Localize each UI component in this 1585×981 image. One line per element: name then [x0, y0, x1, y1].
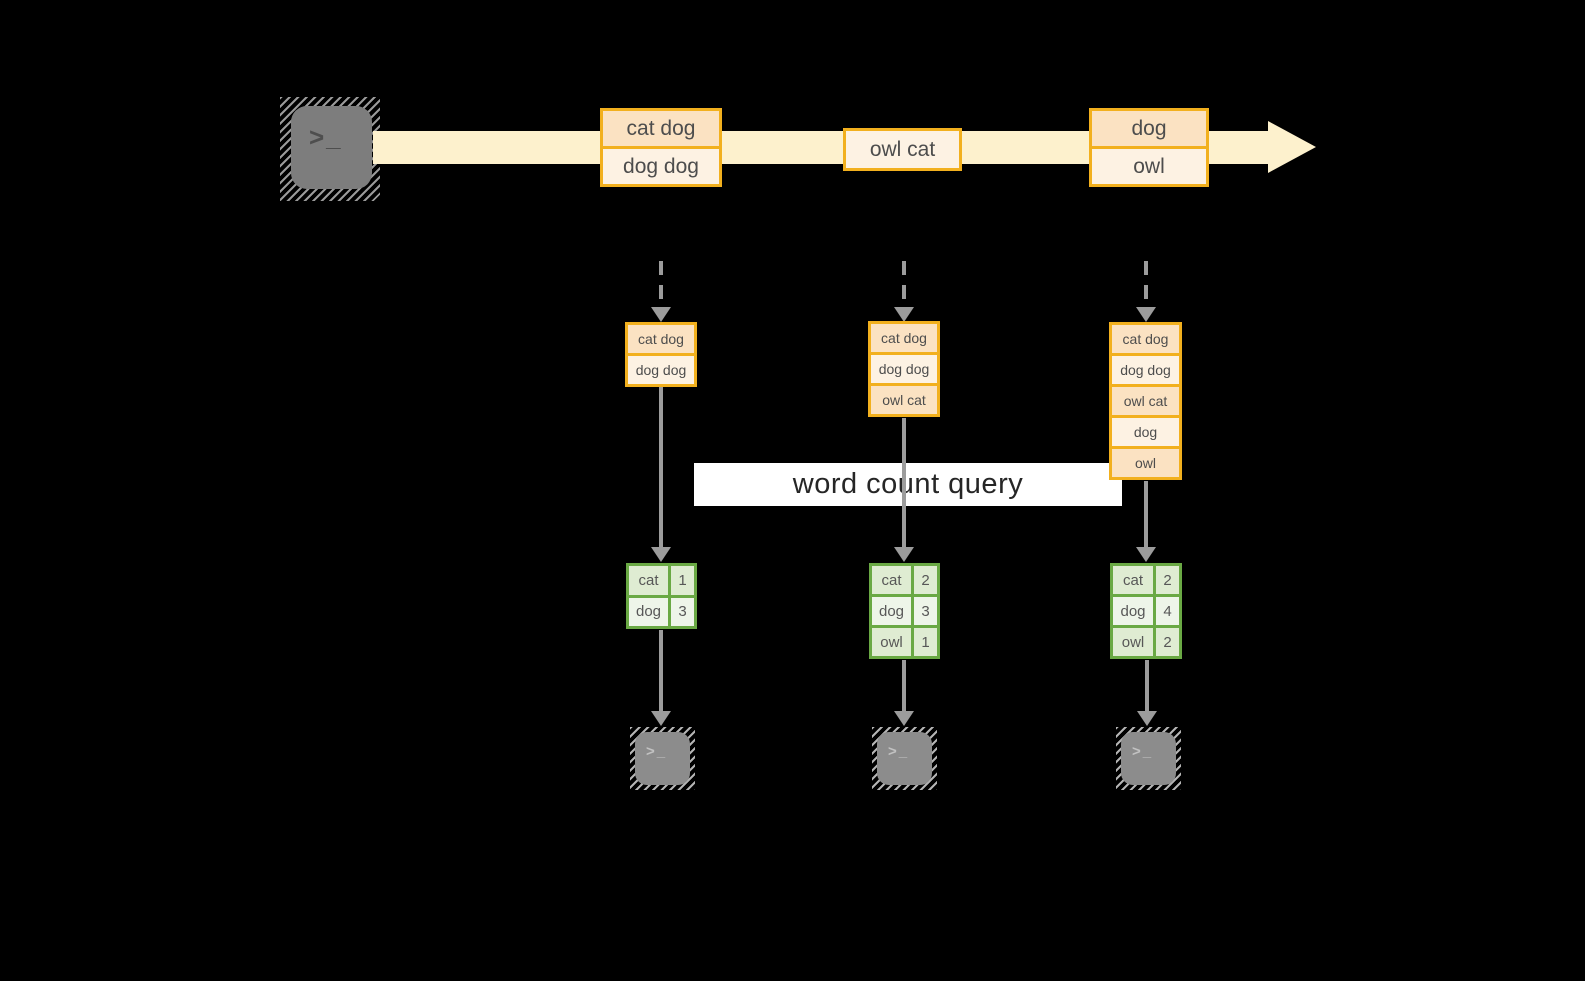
- output-arrow-col3: [1137, 660, 1157, 726]
- count-table-col2: cat 2 dog 3 owl 1: [869, 563, 940, 659]
- count-table-col1: cat 1 dog 3: [626, 563, 697, 629]
- ingest-arrow-col2: [894, 261, 914, 322]
- table-cell-count: 2: [1156, 566, 1179, 594]
- ingest-arrow-col3: [1136, 261, 1156, 322]
- arrow-head: [1137, 711, 1157, 726]
- sink-terminal-icon-col2: >_: [872, 727, 937, 790]
- event-line: owl cat: [846, 131, 959, 168]
- terminal-prompt-glyph: >_: [309, 122, 343, 152]
- arrow-line: [902, 261, 906, 307]
- stream-event-box-2: owl cat: [843, 128, 962, 171]
- output-arrow-col2: [894, 660, 914, 726]
- arrow-line: [902, 660, 906, 711]
- arrow-head: [894, 307, 914, 322]
- table-cell-count: 3: [671, 597, 694, 626]
- table-cell-count: 3: [914, 597, 937, 625]
- table-cell-word: dog: [1113, 597, 1153, 625]
- event-line: dog dog: [603, 149, 719, 184]
- table-cell-count: 1: [671, 566, 694, 595]
- count-table-col3: cat 2 dog 4 owl 2: [1110, 563, 1182, 659]
- table-cell-word: dog: [872, 597, 911, 625]
- event-line: cat dog: [603, 111, 719, 146]
- buffer-row: dog dog: [871, 355, 937, 383]
- stream-event-box-1: cat dog dog dog: [600, 108, 722, 187]
- query-label: word count query: [792, 468, 1024, 500]
- arrow-head: [894, 547, 914, 562]
- terminal-prompt-glyph: >_: [888, 743, 910, 760]
- table-cell-word: cat: [629, 566, 668, 595]
- sink-terminal-icon-col3: >_: [1116, 727, 1181, 790]
- arrow-line: [1144, 261, 1148, 307]
- event-line: dog: [1092, 111, 1206, 146]
- table-cell-count: 4: [1156, 597, 1179, 625]
- query-arrow-col1: [651, 387, 671, 562]
- output-arrow-col1: [651, 630, 671, 726]
- table-cell-count: 2: [914, 566, 937, 594]
- buffer-row: owl: [1112, 449, 1179, 477]
- buffer-row: cat dog: [1112, 325, 1179, 353]
- query-label-band: word count query: [694, 463, 1122, 506]
- table-cell-word: dog: [629, 597, 668, 626]
- query-arrow-col3: [1136, 481, 1156, 562]
- arrow-line: [659, 630, 663, 711]
- arrow-line: [1144, 481, 1148, 547]
- buffer-box-col2: cat dog dog dog owl cat: [868, 321, 940, 417]
- terminal-body: >_: [1121, 732, 1176, 785]
- buffer-box-col1: cat dog dog dog: [625, 322, 697, 387]
- buffer-row: dog dog: [628, 356, 694, 384]
- arrow-line: [659, 387, 663, 547]
- buffer-box-col3: cat dog dog dog owl cat dog owl: [1109, 322, 1182, 480]
- terminal-body: >_: [291, 106, 372, 189]
- ingest-arrow-col1: [651, 261, 671, 322]
- buffer-row: dog dog: [1112, 356, 1179, 384]
- terminal-body: >_: [635, 732, 690, 785]
- terminal-prompt-glyph: >_: [646, 743, 668, 760]
- arrow-head: [894, 711, 914, 726]
- terminal-prompt-glyph: >_: [1132, 743, 1154, 760]
- arrow-line: [659, 261, 663, 307]
- stream-event-box-3: dog owl: [1089, 108, 1209, 187]
- table-cell-count: 2: [1156, 628, 1179, 656]
- arrow-line: [1145, 660, 1149, 711]
- query-arrow-col2: [894, 418, 914, 562]
- table-cell-word: cat: [872, 566, 911, 594]
- table-cell-count: 1: [914, 628, 937, 656]
- table-cell-word: owl: [872, 628, 911, 656]
- buffer-row: cat dog: [871, 324, 937, 352]
- arrow-head: [651, 547, 671, 562]
- arrow-head: [651, 307, 671, 322]
- table-cell-word: cat: [1113, 566, 1153, 594]
- buffer-row: owl cat: [871, 386, 937, 414]
- terminal-body: >_: [877, 732, 932, 785]
- stream-arrow-head: [1268, 121, 1316, 173]
- buffer-row: owl cat: [1112, 387, 1179, 415]
- source-terminal-icon: >_: [280, 97, 380, 201]
- arrow-line: [902, 418, 906, 547]
- arrow-head: [1136, 547, 1156, 562]
- buffer-row: cat dog: [628, 325, 694, 353]
- event-line: owl: [1092, 149, 1206, 184]
- buffer-row: dog: [1112, 418, 1179, 446]
- arrow-head: [1136, 307, 1156, 322]
- sink-terminal-icon-col1: >_: [630, 727, 695, 790]
- table-cell-word: owl: [1113, 628, 1153, 656]
- arrow-head: [651, 711, 671, 726]
